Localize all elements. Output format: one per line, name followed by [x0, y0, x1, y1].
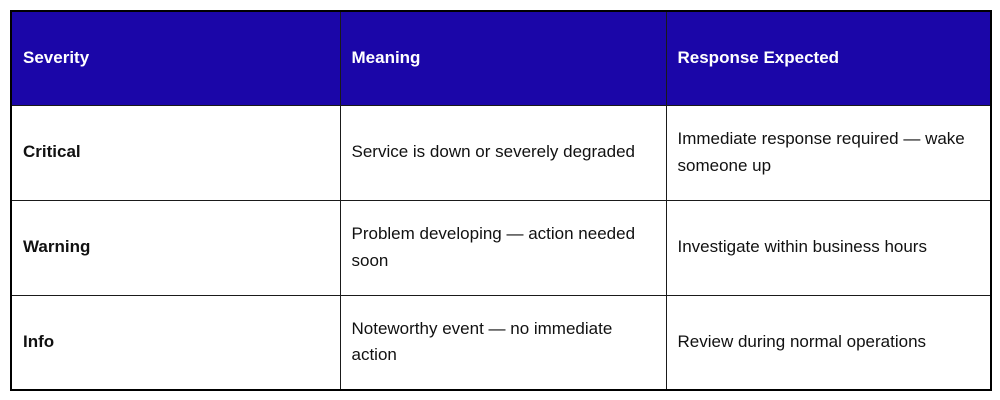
severity-cell: Info [10, 294, 341, 391]
table-row-info: Info Noteworthy event — no immediate act… [10, 294, 992, 391]
response-cell: Review during normal operations [665, 294, 992, 391]
table-header-row: Severity Meaning Response Expected [10, 10, 992, 106]
column-header-meaning: Meaning [339, 10, 667, 106]
severity-cell: Critical [10, 104, 341, 201]
response-cell: Investigate within business hours [665, 199, 992, 296]
severity-table: Severity Meaning Response Expected Criti… [10, 10, 992, 391]
column-header-response-expected: Response Expected [665, 10, 992, 106]
meaning-cell: Problem developing — action needed soon [339, 199, 667, 296]
meaning-cell: Noteworthy event — no immediate action [339, 294, 667, 391]
meaning-cell: Service is down or severely degraded [339, 104, 667, 201]
severity-cell: Warning [10, 199, 341, 296]
table-row-critical: Critical Service is down or severely deg… [10, 104, 992, 201]
response-cell: Immediate response required — wake someo… [665, 104, 992, 201]
column-header-severity: Severity [10, 10, 341, 106]
table-row-warning: Warning Problem developing — action need… [10, 199, 992, 296]
